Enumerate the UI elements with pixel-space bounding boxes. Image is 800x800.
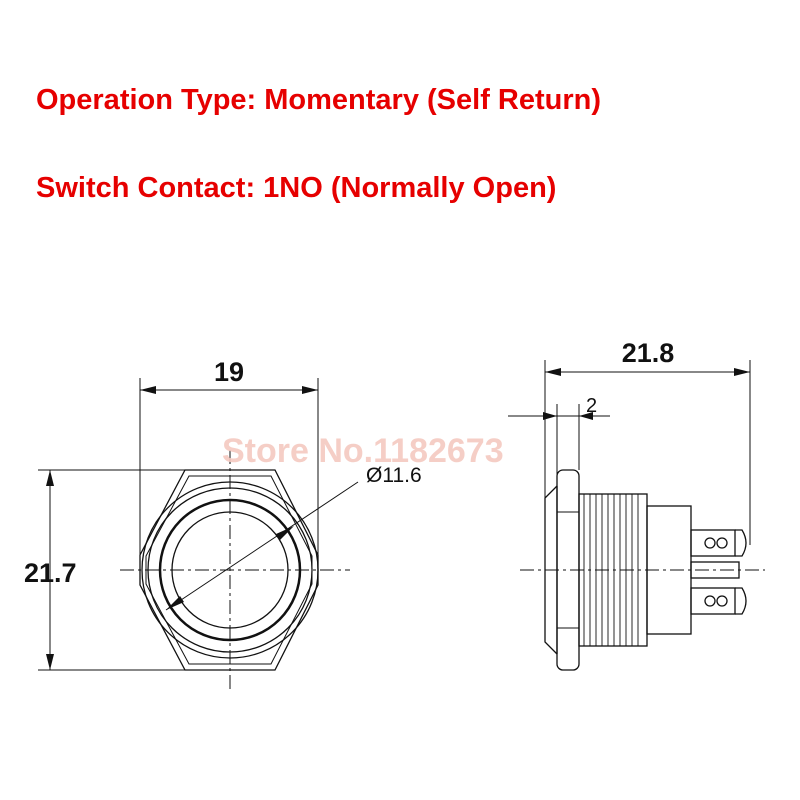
height-arrow-top [46,470,54,486]
width-arrow-right [302,386,318,394]
terminal-upper-hole-b [716,537,728,549]
length-dimension: 21.8 [622,338,675,368]
terminal-upper-tab [735,529,747,557]
operation-type-label: Operation Type: Momentary (Self Return) [36,84,602,116]
terminal-lower [690,587,736,615]
nut-dimension: 2 [586,395,597,417]
nut-arrow-right [579,412,593,420]
diameter-line [165,481,359,611]
terminal-upper [690,529,736,557]
front-view [38,378,359,690]
terminal-lower-hole-b [716,595,728,607]
length-arrow-right [734,368,750,376]
switch-contact-label: Switch Contact: 1NO (Normally Open) [36,172,557,204]
hex-nut-chamfer [145,475,313,665]
diameter-arrow-a [166,596,184,610]
diameter-dimension: Ø11.6 [366,464,422,487]
terminal-upper-hole-a [704,537,716,549]
nut-arrow-left [543,412,557,420]
side-view [508,360,765,671]
terminal-lower-tab [735,587,747,615]
diameter-arrow-b [276,526,294,540]
length-arrow-left [545,368,561,376]
hex-nut-outline [139,469,319,671]
terminal-lower-hole-a [704,595,716,607]
height-dimension: 21.7 [24,558,77,588]
width-arrow-left [140,386,156,394]
width-dimension: 19 [214,357,244,387]
height-arrow-bottom [46,654,54,670]
store-watermark: Store No.1182673 [222,432,504,470]
